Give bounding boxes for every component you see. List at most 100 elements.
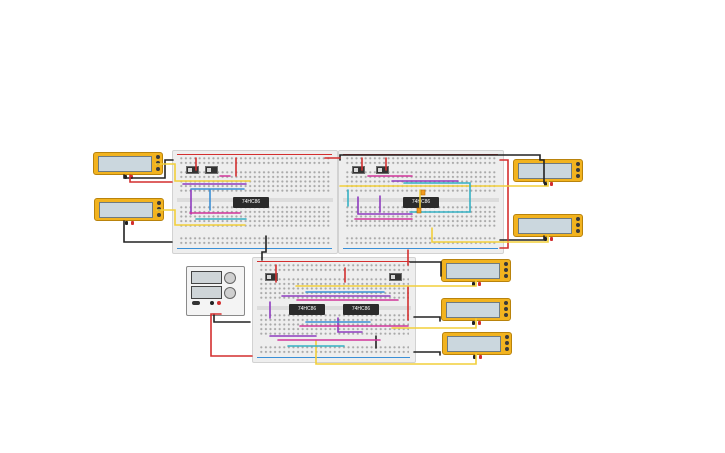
wire-power[interactable] — [210, 313, 253, 357]
multimeter-display — [518, 218, 572, 234]
dial-icon — [157, 207, 161, 211]
dial-icon — [505, 341, 509, 345]
probe-red-icon — [478, 282, 481, 286]
ic-chip-u1[interactable]: 74HC86 — [233, 197, 269, 208]
probe-black-icon — [544, 237, 547, 241]
wire-ground[interactable] — [413, 351, 441, 356]
multimeter-display — [98, 156, 152, 172]
dial-icon — [156, 161, 160, 165]
rail-holes-bottom — [345, 236, 497, 245]
voltage-knob-icon[interactable] — [224, 272, 236, 284]
power-switch-icon[interactable] — [192, 301, 200, 305]
voltage-display — [191, 271, 222, 284]
ic-chip-u4[interactable]: 74HC86 — [343, 304, 379, 315]
wire-ground[interactable] — [261, 235, 267, 261]
wire-output[interactable] — [155, 163, 251, 182]
probe-black-icon — [124, 175, 127, 179]
wire-output[interactable] — [156, 209, 246, 226]
dial-icon — [505, 347, 509, 351]
ic-chip-u3[interactable]: 74HC86 — [289, 304, 325, 315]
probe-black-icon — [473, 355, 476, 359]
switch-b2[interactable] — [376, 166, 389, 174]
dial-icon — [576, 217, 580, 221]
probe-black-icon — [472, 282, 475, 286]
multimeter-display — [446, 302, 500, 318]
ground-rail-blue — [257, 357, 410, 358]
multimeter-display — [447, 336, 501, 352]
power-rail-red — [177, 154, 332, 155]
current-knob-icon[interactable] — [224, 287, 236, 299]
switch-c2[interactable] — [389, 273, 402, 281]
wire-signal[interactable] — [357, 196, 413, 215]
multimeter-5[interactable] — [441, 259, 511, 286]
probe-red-icon — [479, 355, 482, 359]
positive-terminal-icon[interactable] — [217, 301, 221, 305]
dial-icon — [576, 229, 580, 233]
dial-icon — [576, 168, 580, 172]
switch-c1[interactable] — [265, 273, 278, 281]
multimeter-display — [518, 163, 572, 179]
dial-icon — [504, 262, 508, 266]
dial-icon — [576, 174, 580, 178]
power-rail-red — [257, 261, 410, 262]
wire-power[interactable] — [129, 174, 173, 183]
probe-red-icon — [550, 237, 553, 241]
ground-rail-blue — [343, 248, 498, 249]
dial-icon — [157, 201, 161, 205]
wire-ground[interactable] — [123, 159, 174, 179]
terminal-holes-upper — [259, 277, 409, 301]
switch-a2[interactable] — [205, 166, 218, 174]
probe-black-icon — [544, 182, 547, 186]
wire-ground[interactable] — [213, 313, 251, 323]
wire-ground[interactable] — [499, 235, 545, 241]
led-indicator-icon — [416, 207, 422, 214]
multimeter-display — [99, 202, 153, 218]
multimeter-2[interactable] — [94, 198, 164, 225]
wire-ground[interactable] — [409, 261, 442, 277]
terminal-holes-lower — [259, 313, 409, 337]
dial-icon — [504, 301, 508, 305]
dial-icon — [505, 335, 509, 339]
rail-holes-top — [259, 263, 409, 272]
probe-red-icon — [550, 182, 553, 186]
switch-b1[interactable] — [352, 166, 365, 174]
dial-icon — [504, 313, 508, 317]
switch-a1[interactable] — [186, 166, 199, 174]
wire-output[interactable] — [431, 227, 549, 243]
probe-red-icon — [478, 321, 481, 325]
rail-holes-bottom — [179, 236, 331, 245]
wire-output[interactable] — [295, 280, 477, 287]
wire-signal[interactable] — [403, 182, 471, 213]
current-display — [191, 286, 222, 299]
multimeter-7[interactable] — [442, 332, 512, 359]
dial-icon — [504, 274, 508, 278]
dial-icon — [504, 307, 508, 311]
wire-output[interactable] — [339, 180, 549, 187]
dc-power-supply[interactable] — [186, 266, 245, 316]
dial-icon — [504, 268, 508, 272]
dial-icon — [156, 167, 160, 171]
led-indicator-icon — [420, 189, 426, 196]
wire-output[interactable] — [391, 318, 477, 329]
rail-holes-top — [179, 156, 331, 165]
wire-ground[interactable] — [413, 316, 441, 322]
wire-output[interactable] — [315, 339, 477, 365]
wire-signal[interactable] — [337, 317, 363, 333]
dial-icon — [576, 162, 580, 166]
wire-power[interactable] — [499, 159, 509, 249]
multimeter-3[interactable] — [513, 159, 583, 186]
breadboard-c[interactable] — [252, 257, 416, 363]
dial-icon — [576, 223, 580, 227]
probe-black-icon — [125, 221, 128, 225]
dial-icon — [157, 213, 161, 217]
probe-black-icon — [472, 321, 475, 325]
negative-terminal-icon[interactable] — [210, 301, 214, 305]
terminal-holes-upper — [179, 170, 331, 194]
wire-ground[interactable] — [123, 220, 173, 243]
breadboard-a[interactable] — [172, 150, 338, 254]
ic-chip-u2[interactable]: 74HC86 — [403, 197, 439, 208]
center-trench — [257, 306, 411, 310]
wire-ground[interactable] — [339, 154, 545, 184]
